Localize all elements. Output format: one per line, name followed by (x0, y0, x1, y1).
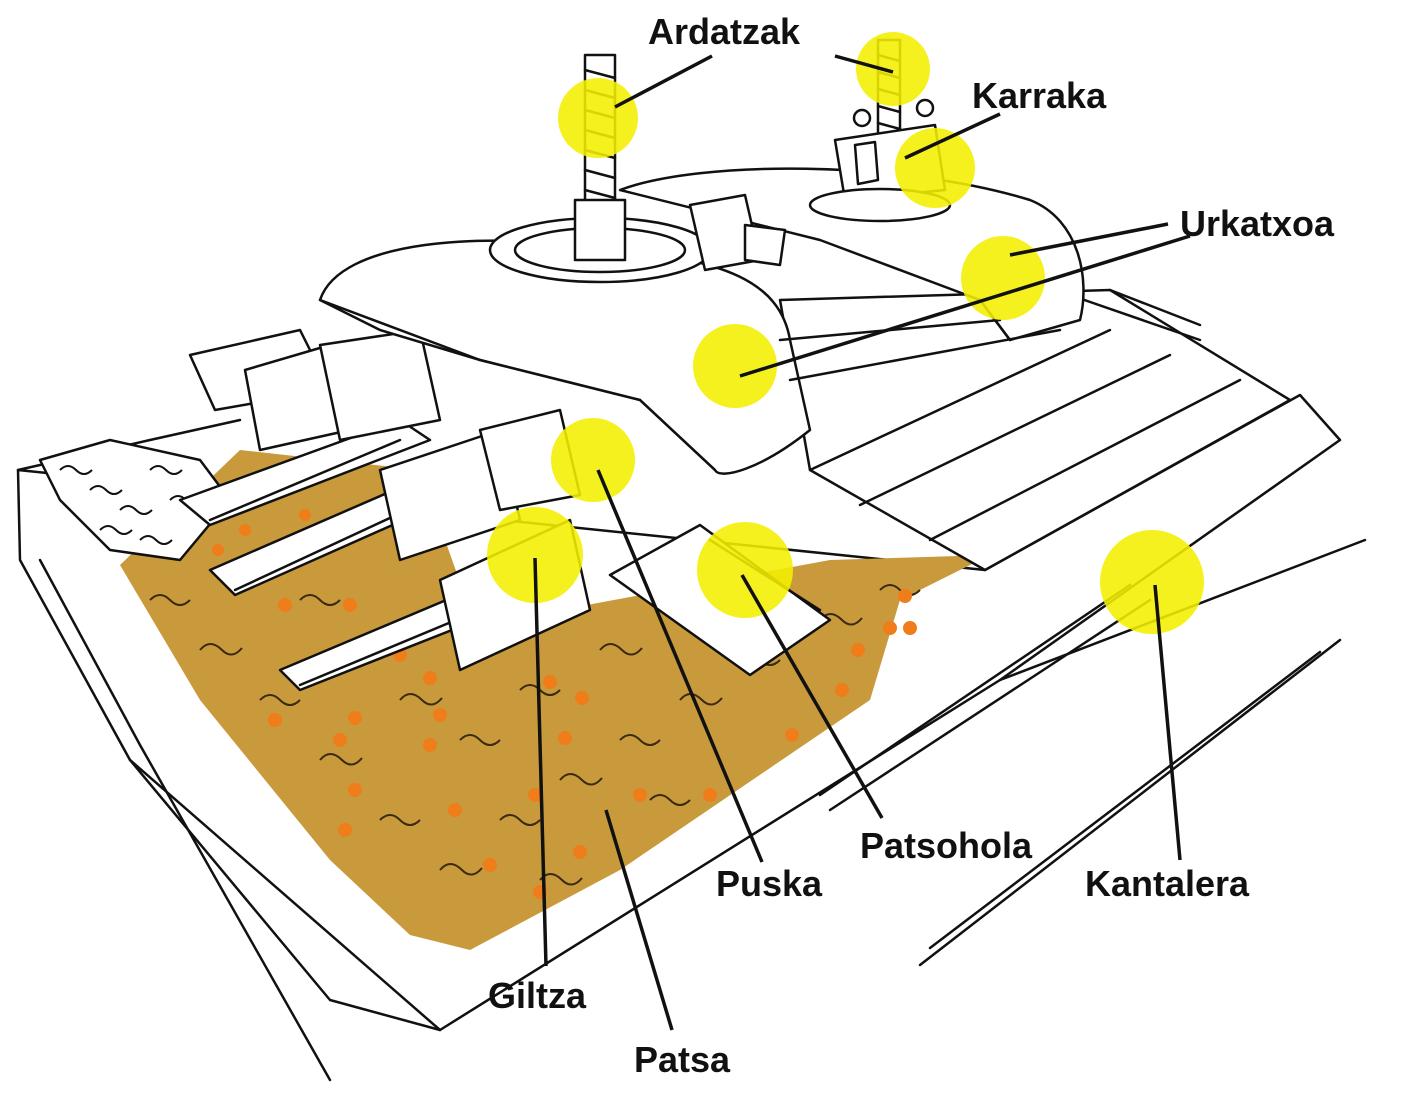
highlight-ardatzak-left (558, 78, 638, 158)
highlight-karraka (895, 128, 975, 208)
highlight-urkatxoa-left (693, 324, 777, 408)
highlight-giltza (487, 507, 583, 603)
leader-kantalera (1153, 584, 1182, 861)
highlight-ardatzak-right (856, 32, 930, 106)
label-patsa: Patsa (634, 1039, 731, 1080)
highlight-puska (551, 418, 635, 502)
leader-giltza (533, 557, 548, 967)
highlight-urkatxoa-right (961, 236, 1045, 320)
labels: Ardatzak Karraka Urkatxoa Puska Patsohol… (488, 11, 1335, 1080)
leader-puska (596, 469, 764, 863)
leader-patsohola (740, 574, 884, 819)
label-patsohola: Patsohola (860, 825, 1033, 866)
ballast-dots (212, 464, 917, 899)
label-puska: Puska (716, 863, 823, 904)
leader-karraka (904, 112, 1001, 160)
highlight-kantalera (1100, 530, 1204, 634)
label-giltza: Giltza (488, 975, 587, 1016)
highlight-patsohola (697, 522, 793, 618)
gravel-corner (38, 438, 232, 562)
leader-urkatxoa-a (1009, 222, 1169, 257)
label-ardatzak: Ardatzak (648, 11, 801, 52)
screw-left (488, 53, 787, 284)
label-urkatxoa: Urkatxoa (1180, 203, 1335, 244)
leader-ardatzak-left (614, 54, 713, 109)
label-kantalera: Kantalera (1085, 863, 1250, 904)
label-karraka: Karraka (972, 75, 1107, 116)
leader-lines (533, 54, 1191, 1031)
leader-ardatzak-right (834, 54, 894, 74)
leader-patsa (604, 809, 674, 1031)
leader-urkatxoa-b (739, 234, 1191, 378)
